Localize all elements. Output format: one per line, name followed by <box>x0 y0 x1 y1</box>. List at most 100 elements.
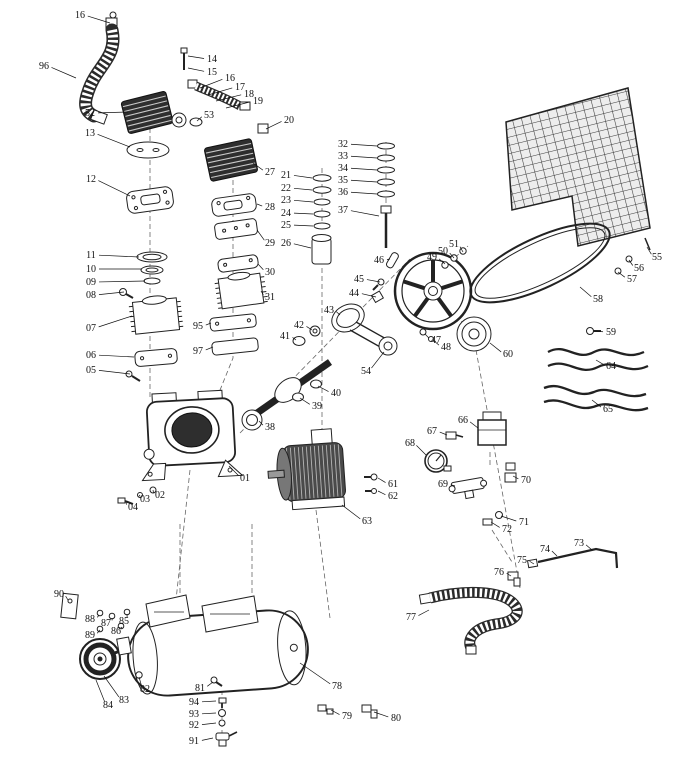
leader-line-07 <box>98 315 133 328</box>
part-number-16: 16 <box>75 10 85 21</box>
leader-line-76 <box>506 572 512 577</box>
leader-line-54 <box>371 351 385 369</box>
right-stack <box>209 193 268 356</box>
part-number-88: 88 <box>85 614 95 625</box>
leader-line-64 <box>595 359 604 365</box>
flywheel <box>393 247 473 342</box>
part-number-59: 59 <box>606 327 616 338</box>
leader-line-12 <box>98 180 131 197</box>
leader-line-80 <box>373 711 389 718</box>
leader-line-08 <box>98 291 125 295</box>
part-number-40: 40 <box>331 388 341 399</box>
part-number-42: 42 <box>294 320 304 331</box>
part-number-06: 06 <box>86 350 96 361</box>
piston-ring-stack <box>311 174 332 265</box>
part-number-18: 18 <box>244 89 254 100</box>
leader-line-88 <box>97 614 100 618</box>
leader-line-31 <box>260 290 264 295</box>
electric-motor <box>267 428 346 511</box>
part-number-26: 26 <box>281 238 291 249</box>
part-number-62: 62 <box>388 491 398 502</box>
part-number-25: 25 <box>281 220 291 231</box>
crankshaft-assembly <box>241 252 399 431</box>
part-number-95: 95 <box>193 321 203 332</box>
part-number-55: 55 <box>652 252 662 263</box>
leader-line-97 <box>205 346 214 351</box>
part-number-90: 90 <box>54 589 64 600</box>
part-number-37: 37 <box>338 205 348 216</box>
leader-line-21 <box>293 175 313 179</box>
part-number-76: 76 <box>494 567 504 578</box>
leader-line-18 <box>215 94 242 102</box>
leader-line-95 <box>205 322 212 326</box>
leader-line-30 <box>257 263 264 271</box>
leader-line-67 <box>439 431 448 436</box>
wheel <box>79 636 132 680</box>
part-number-87: 87 <box>101 618 111 629</box>
leader-line-71 <box>500 515 517 522</box>
cylinder-head-left <box>120 91 174 134</box>
leader-line-19 <box>225 101 251 109</box>
motor-pulley <box>456 316 601 352</box>
leader-line-41 <box>292 337 297 341</box>
part-number-31: 31 <box>265 292 275 303</box>
leader-line-26 <box>293 243 312 249</box>
part-number-02: 02 <box>155 490 165 501</box>
leader-line-57 <box>617 271 626 278</box>
leader-line-90 <box>65 596 69 601</box>
part-number-61: 61 <box>388 479 398 490</box>
part-number-52: 52 <box>85 108 95 119</box>
part-number-57: 57 <box>627 274 637 285</box>
leader-line-65 <box>591 399 602 408</box>
part-number-71: 71 <box>519 517 529 528</box>
part-number-35: 35 <box>338 175 348 186</box>
leader-line-70 <box>512 475 519 480</box>
leader-line-16 <box>199 78 223 89</box>
leader-line-05 <box>98 370 131 375</box>
leader-line-73 <box>585 544 593 551</box>
part-number-14: 14 <box>207 54 217 65</box>
part-number-91: 91 <box>189 736 199 747</box>
part-number-97: 97 <box>193 346 203 357</box>
part-number-51: 51 <box>449 239 459 250</box>
part-number-93: 93 <box>189 709 199 720</box>
leader-line-93 <box>201 712 217 715</box>
part-number-04: 04 <box>128 502 138 513</box>
crankcase <box>141 389 244 482</box>
part-number-23: 23 <box>281 195 291 206</box>
leader-line-03 <box>138 494 141 497</box>
part-number-77: 77 <box>406 612 416 623</box>
small-ring-stack <box>377 142 395 248</box>
part-number-08: 08 <box>86 290 96 301</box>
part-number-75: 75 <box>517 555 527 566</box>
part-number-86: 86 <box>111 626 121 637</box>
part-number-16: 16 <box>225 73 235 84</box>
part-number-36: 36 <box>338 187 348 198</box>
leader-line-37 <box>350 210 380 217</box>
leader-line-89 <box>96 629 101 634</box>
part-number-83: 83 <box>119 695 129 706</box>
leader-line-09 <box>98 280 146 283</box>
part-number-19: 19 <box>253 96 263 107</box>
leader-line-63 <box>341 504 361 520</box>
leader-line-52 <box>97 111 129 114</box>
part-number-12: 12 <box>86 174 96 185</box>
part-number-21: 21 <box>281 170 291 181</box>
part-number-64: 64 <box>606 361 616 372</box>
part-number-74: 74 <box>540 544 550 555</box>
leg-bracket <box>60 592 143 679</box>
leader-line-92 <box>201 722 217 725</box>
part-number-15: 15 <box>207 67 217 78</box>
leader-line-49 <box>438 258 446 265</box>
part-number-38: 38 <box>265 422 275 433</box>
leader-line-84 <box>95 679 105 702</box>
leader-line-86 <box>120 626 123 629</box>
part-number-73: 73 <box>574 538 584 549</box>
part-number-63: 63 <box>362 516 372 527</box>
part-number-27: 27 <box>265 167 275 178</box>
leader-line-29 <box>256 229 265 241</box>
part-number-33: 33 <box>338 151 348 162</box>
leader-line-32 <box>350 143 378 147</box>
